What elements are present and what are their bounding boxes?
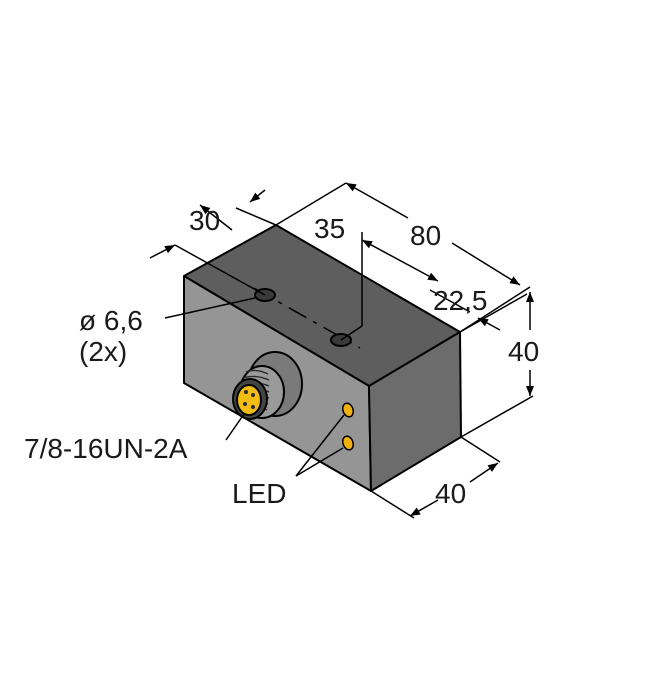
dim-line-40-depth — [409, 499, 439, 517]
label-hole-count: (2x) — [79, 336, 127, 367]
sensor-housing — [183, 224, 462, 492]
label-dim-40-height: 40 — [508, 336, 539, 367]
led-indicator-2 — [341, 435, 355, 451]
led-indicator-1 — [341, 402, 355, 418]
leader-led-2 — [295, 447, 344, 477]
label-thread: 7/8-16UN-2A — [24, 433, 188, 464]
connector — [232, 351, 303, 420]
connector-insert — [236, 384, 262, 416]
label-dim-30: 30 — [189, 205, 220, 236]
dimension-lines — [149, 182, 534, 519]
dim-line-35 — [361, 239, 439, 282]
label-dim-22-5: 22,5 — [433, 285, 488, 316]
status-leds — [341, 402, 355, 451]
dim-line-80 — [345, 182, 409, 219]
connector-pins — [243, 390, 255, 409]
dimension-labels: 30 35 80 22,5 40 40 ø 6,6 (2x) 7/8-16UN-… — [24, 205, 539, 509]
label-hole-diameter: ø 6,6 — [79, 305, 143, 336]
leader-lines — [164, 297, 345, 477]
leader-led-1 — [295, 414, 345, 477]
label-dim-40-depth: 40 — [435, 478, 466, 509]
leader-thread — [225, 413, 245, 441]
dim-line-30 — [199, 204, 233, 231]
label-led: LED — [232, 478, 286, 509]
leader-hole — [164, 297, 256, 319]
label-dim-35: 35 — [314, 213, 345, 244]
label-dim-80: 80 — [410, 220, 441, 251]
